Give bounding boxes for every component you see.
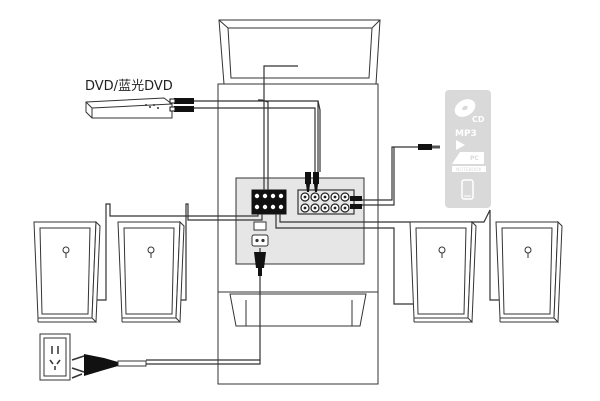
rca-input-jacks	[297, 189, 355, 215]
speaker-front-right	[409, 220, 477, 324]
dvd-rca-plugs	[169, 98, 194, 112]
speaker-terminal-block	[251, 189, 287, 215]
pc-notebook-icon: PC NOTEBOOK	[452, 152, 486, 173]
wall-outlet	[39, 333, 71, 381]
rca-plugs-right	[350, 196, 362, 209]
rca-plugs	[305, 172, 319, 192]
speaker-rear-left	[117, 220, 185, 324]
smartphone-icon	[461, 179, 474, 200]
dvd-label: DVD/蓝光DVD	[85, 79, 173, 94]
power-switch	[253, 221, 267, 231]
cd-disc-icon: CD	[454, 99, 485, 124]
notebook-text: NOTEBOOK	[456, 167, 483, 173]
ac-power-socket	[251, 234, 269, 247]
cd-text: CD	[472, 115, 485, 124]
aux-jack-plug	[418, 144, 440, 150]
ac-power-plug	[71, 354, 147, 379]
speaker-front-left	[33, 220, 101, 324]
speaker-rear-right	[495, 220, 563, 324]
dvd-player	[85, 97, 173, 119]
cables	[66, 65, 512, 365]
mp3-text: MP3	[455, 129, 477, 139]
pc-text: PC	[470, 155, 479, 162]
mp3-play-icon: MP3	[455, 129, 477, 150]
source-icon-panel: CD MP3 PC NOTEBOOK	[445, 90, 491, 208]
satellite-speakers	[33, 220, 563, 324]
speaker-keyholes	[62, 246, 532, 258]
power-plug-connector	[254, 252, 266, 276]
